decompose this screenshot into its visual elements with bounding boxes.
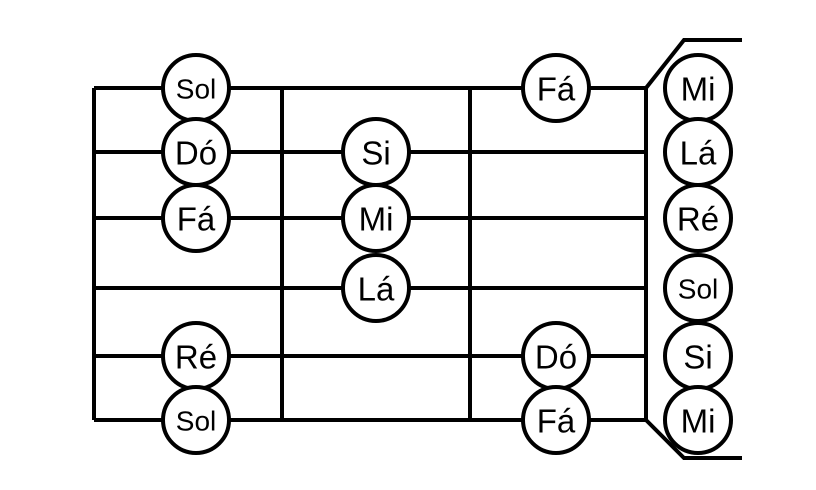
open-string-note: Ré bbox=[663, 183, 733, 253]
note-label: Fá bbox=[537, 71, 576, 108]
note-circle bbox=[161, 385, 231, 455]
fretted-note: Si bbox=[341, 117, 411, 187]
note-label: Lá bbox=[358, 271, 395, 308]
note-circle bbox=[341, 253, 411, 323]
note-label: Si bbox=[683, 339, 712, 376]
note-circle bbox=[521, 53, 591, 123]
open-string-note: Mi bbox=[663, 385, 733, 455]
headstock-bottom-edge bbox=[644, 418, 742, 460]
fretted-note: Dó bbox=[161, 117, 231, 187]
fretted-note: Sol bbox=[161, 53, 231, 123]
open-string-note: Mi bbox=[663, 53, 733, 123]
note-label: Fá bbox=[537, 403, 576, 440]
headstock-top-edge bbox=[644, 38, 742, 90]
note-label: Lá bbox=[680, 135, 717, 172]
fretted-note: Fá bbox=[521, 53, 591, 123]
note-label: Fá bbox=[177, 201, 216, 238]
note-label: Si bbox=[361, 135, 390, 172]
note-label: Dó bbox=[535, 339, 577, 376]
open-string-note: Si bbox=[663, 321, 733, 391]
fretted-note: Sol bbox=[161, 385, 231, 455]
open-string-note: Sol bbox=[663, 253, 733, 323]
note-label: Sol bbox=[176, 74, 216, 105]
fretted-note: Fá bbox=[521, 385, 591, 455]
note-circle bbox=[663, 183, 733, 253]
note-label: Sol bbox=[678, 274, 718, 305]
note-label: Dó bbox=[175, 135, 217, 172]
fretted-note: Dó bbox=[521, 321, 591, 391]
note-label: Ré bbox=[677, 201, 719, 238]
open-string-note: Lá bbox=[663, 117, 733, 187]
note-circle bbox=[663, 385, 733, 455]
note-label: Mi bbox=[681, 71, 716, 108]
note-label: Sol bbox=[176, 406, 216, 437]
note-circle bbox=[521, 385, 591, 455]
note-circle bbox=[341, 183, 411, 253]
note-label: Ré bbox=[175, 339, 217, 376]
note-label: Mi bbox=[359, 201, 394, 238]
fretted-note: Mi bbox=[341, 183, 411, 253]
fretted-note: Lá bbox=[341, 253, 411, 323]
fretted-note: Ré bbox=[161, 321, 231, 391]
note-label: Mi bbox=[681, 403, 716, 440]
fretted-note: Fá bbox=[161, 183, 231, 253]
note-circle bbox=[161, 183, 231, 253]
